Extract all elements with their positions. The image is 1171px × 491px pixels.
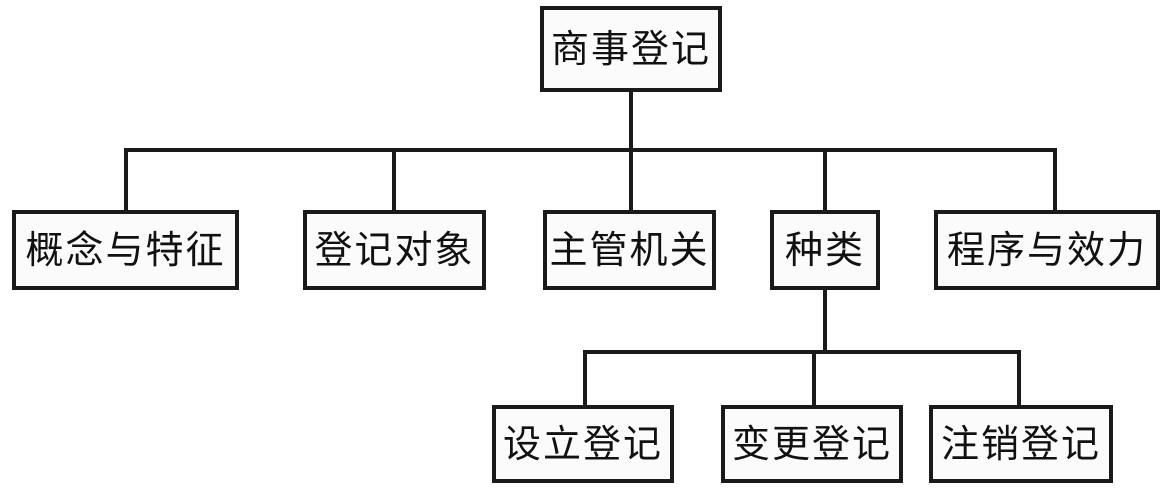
node-level2-1-label: 概念与特征 (25, 228, 226, 272)
node-level3-2[interactable]: 变更登记 (721, 405, 903, 483)
connector-root-stem (629, 92, 633, 150)
node-level2-2-label: 登记对象 (314, 228, 475, 272)
node-level2-4-label: 种类 (784, 228, 865, 272)
node-level2-5[interactable]: 程序与效力 (934, 210, 1160, 290)
node-level2-2[interactable]: 登记对象 (303, 210, 486, 290)
node-root[interactable]: 商事登记 (540, 6, 722, 92)
connector-drop-6 (583, 350, 587, 407)
node-level3-1[interactable]: 设立登记 (492, 405, 674, 483)
node-root-label: 商事登记 (550, 27, 711, 71)
node-level2-5-label: 程序与效力 (946, 228, 1147, 272)
connector-level2-bus (124, 148, 1057, 152)
connector-drop-2 (392, 148, 396, 212)
node-level2-1[interactable]: 概念与特征 (12, 210, 239, 290)
connector-drop-4 (823, 148, 827, 212)
node-level3-3[interactable]: 注销登记 (929, 405, 1113, 483)
connector-drop-5 (1053, 148, 1057, 212)
node-level3-3-label: 注销登记 (940, 422, 1101, 466)
node-level2-3[interactable]: 主管机关 (543, 210, 716, 290)
node-level2-4[interactable]: 种类 (770, 210, 880, 290)
node-level3-1-label: 设立登记 (502, 422, 663, 466)
connector-drop-8 (1017, 350, 1021, 407)
connector-drop-3 (629, 148, 633, 212)
connector-drop-7 (812, 350, 816, 407)
node-level3-2-label: 变更登记 (731, 422, 892, 466)
node-level2-3-label: 主管机关 (549, 228, 710, 272)
connector-level3-stem (823, 290, 827, 354)
connector-drop-1 (124, 148, 128, 212)
connector-level3-bus (583, 350, 1021, 354)
